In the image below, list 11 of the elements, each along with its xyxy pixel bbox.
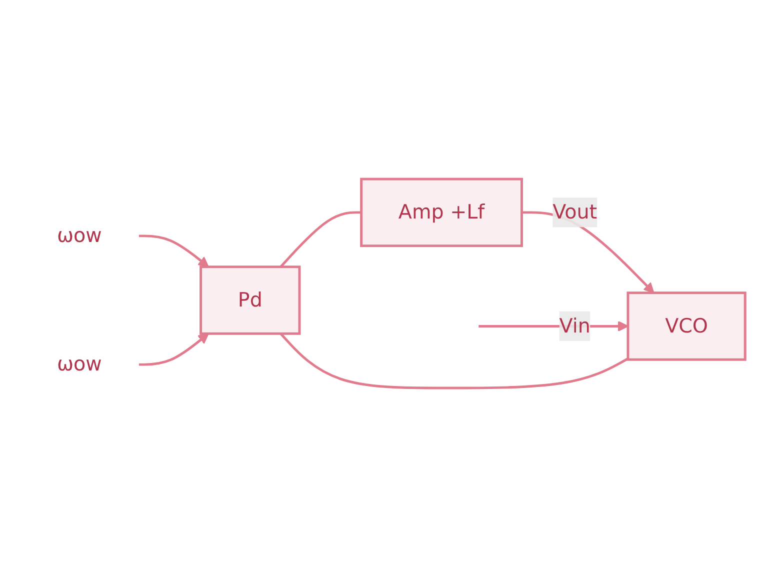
- arrow: [138, 234, 209, 268]
- connector: [280, 332, 629, 390]
- arrow: [138, 333, 209, 366]
- node-box: Pd: [200, 266, 301, 335]
- node-box: Amp +Lf: [360, 178, 523, 248]
- node-box: VCO: [626, 292, 746, 361]
- edge-label: Vin: [559, 314, 590, 338]
- node-text: ωow: [56, 352, 102, 376]
- edge-label: Vout: [552, 200, 598, 224]
- node-text: ωow: [56, 224, 102, 248]
- connector: [280, 211, 362, 268]
